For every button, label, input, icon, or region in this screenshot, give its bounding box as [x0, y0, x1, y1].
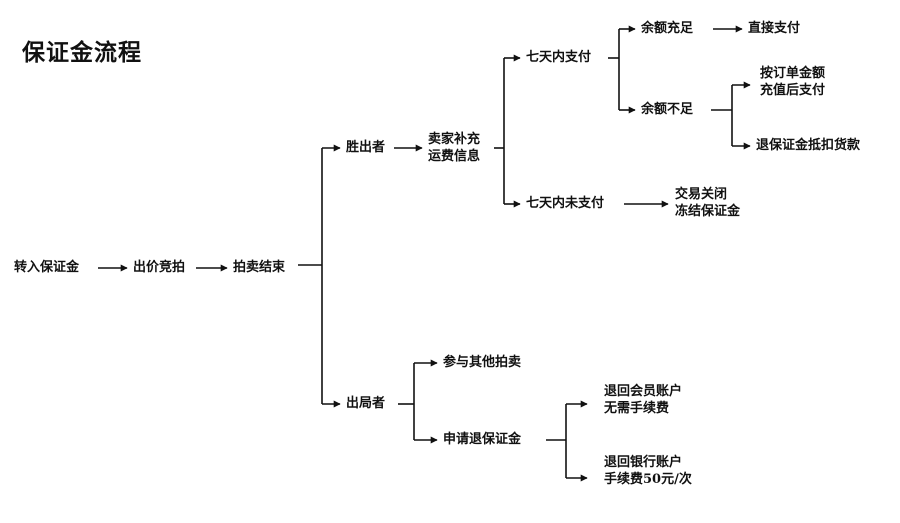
node-member-account-line-1: 退回会员账户	[604, 384, 683, 399]
node-trade-closed: 交易关闭 冻结保证金	[675, 186, 740, 220]
node-seller-supplement-line-1: 卖家补充	[428, 132, 481, 147]
node-balance-insufficient: 余额不足	[641, 102, 694, 117]
page-title: 保证金流程	[22, 39, 142, 66]
node-pay-within-7-days: 七天内支付	[526, 50, 592, 65]
node-refund-deduct: 退保证金抵扣货款	[756, 138, 861, 153]
node-winner: 胜出者	[346, 140, 386, 155]
node-member-account-line-2: 无需手续费	[604, 401, 670, 416]
node-refund-bank-account: 退回银行账户 手续费50元/次	[604, 454, 692, 488]
node-balance-sufficient: 余额充足	[641, 21, 694, 36]
node-trade-closed-line-1: 交易关闭	[675, 187, 728, 202]
node-bid: 出价竞拍	[133, 260, 186, 275]
node-refund-member-account: 退回会员账户 无需手续费	[604, 383, 682, 417]
node-loser: 出局者	[346, 396, 386, 411]
node-bank-account-line-2: 手续费50元/次	[604, 472, 692, 487]
node-direct-pay: 直接支付	[748, 21, 801, 36]
node-apply-refund: 申请退保证金	[443, 432, 522, 447]
node-transfer-deposit: 转入保证金	[14, 260, 80, 275]
node-bank-account-line-1: 退回银行账户	[604, 455, 683, 470]
node-topup-line-1: 按订单金额	[760, 66, 826, 81]
node-seller-supplement-line-2: 运费信息	[428, 149, 481, 164]
node-not-paid-within-7-days: 七天内未支付	[526, 196, 605, 211]
node-trade-closed-line-2: 冻结保证金	[675, 204, 741, 219]
node-topup-line-2: 充值后支付	[760, 83, 826, 98]
node-join-other-auction: 参与其他拍卖	[443, 355, 522, 370]
node-seller-supplement: 卖家补充 运费信息	[428, 131, 480, 165]
node-topup-then-pay: 按订单金额 充值后支付	[760, 65, 825, 99]
node-auction-end: 拍卖结束	[233, 260, 286, 275]
